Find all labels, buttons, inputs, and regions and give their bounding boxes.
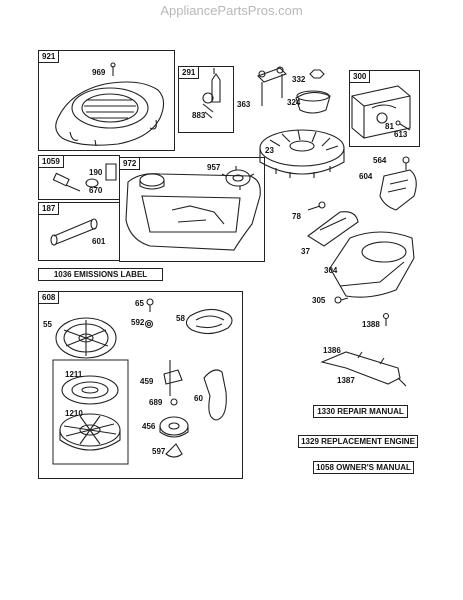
part-label-324: 324 — [287, 98, 301, 107]
screw-305-drawing — [334, 296, 349, 304]
repair-manual-pill[interactable]: 1330 REPAIR MANUAL — [313, 405, 408, 418]
part-label-613: 613 — [394, 130, 408, 139]
box-187: 187 — [38, 202, 120, 261]
rope-58-drawing — [185, 308, 233, 335]
box-972: 972 — [119, 157, 265, 262]
handle-drawing — [203, 369, 227, 421]
part-label-459: 459 — [140, 377, 154, 386]
part-label-78: 78 — [292, 212, 301, 221]
part-label-190: 190 — [89, 168, 103, 177]
part-label-592: 592 — [131, 318, 145, 327]
part-label-456: 456 — [142, 422, 156, 431]
part-label-1387: 1387 — [337, 376, 355, 385]
part-label-1211: 1211 — [65, 370, 83, 379]
part-label-883: 883 — [192, 111, 206, 120]
gear-drawing — [221, 166, 255, 190]
box-tag-300: 300 — [350, 71, 371, 83]
part-1059-drawing — [52, 163, 117, 192]
box-291: 291 — [178, 66, 234, 133]
part-label-304: 304 — [324, 266, 338, 275]
box-tag-921: 921 — [39, 51, 60, 63]
emissions-label-pill[interactable]: 1036 EMISSIONS LABEL — [38, 268, 163, 281]
part-label-1386: 1386 — [323, 346, 341, 355]
blower-housing-cover-drawing — [55, 62, 165, 147]
watermark: AppliancePartsPros.com — [160, 3, 303, 18]
part-label-601: 601 — [92, 237, 106, 246]
part-label-305: 305 — [312, 296, 326, 305]
part-label-55: 55 — [43, 320, 52, 329]
pulley-drawing — [159, 416, 189, 438]
bolt-bracket-drawing — [257, 66, 287, 106]
replacement-engine-pill[interactable]: 1329 REPLACEMENT ENGINE — [298, 435, 418, 448]
screw-78-drawing — [307, 201, 326, 211]
muffler-drawing — [351, 85, 411, 139]
recoil-starter-drawing — [52, 317, 129, 465]
muffler-guard-drawing — [379, 169, 417, 211]
cone-drawing — [165, 443, 183, 458]
part-label-597: 597 — [152, 447, 166, 456]
owners-manual-pill[interactable]: 1058 OWNER'S MANUAL — [313, 461, 414, 474]
box-tag-187: 187 — [39, 203, 60, 215]
tube-drawing — [50, 218, 98, 246]
nut-cup-drawing — [295, 69, 331, 114]
blower-housing-drawing — [125, 173, 261, 251]
part-label-670: 670 — [89, 186, 103, 195]
clip-592-drawing — [144, 319, 154, 329]
part-label-564: 564 — [373, 156, 387, 165]
screw-564-drawing — [402, 156, 410, 170]
box-tag-972: 972 — [120, 158, 141, 170]
part-label-332: 332 — [292, 75, 306, 84]
part-label-60: 60 — [194, 394, 203, 403]
part-label-23: 23 — [265, 146, 274, 155]
screw-1388-drawing — [382, 312, 390, 326]
box-tag-608: 608 — [39, 292, 60, 304]
part-label-957: 957 — [207, 163, 221, 172]
baffle-drawing — [307, 211, 359, 247]
bracket-drawing — [202, 68, 221, 119]
part-label-969: 969 — [92, 68, 106, 77]
part-label-37: 37 — [301, 247, 310, 256]
part-label-689: 689 — [149, 398, 163, 407]
box-1059: 1059 — [38, 155, 120, 200]
part-label-1388: 1388 — [362, 320, 380, 329]
part-label-58: 58 — [176, 314, 185, 323]
box-921: 921 — [38, 50, 175, 151]
part-label-81: 81 — [385, 122, 394, 131]
part-label-604: 604 — [359, 172, 373, 181]
part-label-65: 65 — [135, 299, 144, 308]
box-300: 300 — [349, 70, 420, 147]
cylinder-shield-drawing — [329, 231, 415, 298]
clip-689-drawing — [170, 398, 178, 406]
lever-drawing — [320, 351, 407, 387]
part-label-1210: 1210 — [65, 409, 83, 418]
screw-613-drawing — [395, 120, 411, 131]
screw-65-drawing — [146, 298, 154, 312]
box-608: 608 — [38, 291, 243, 479]
box-tag-1059: 1059 — [39, 156, 64, 168]
box-tag-291: 291 — [179, 67, 200, 79]
flywheel-drawing — [259, 129, 345, 178]
pawl-drawing — [163, 360, 183, 396]
part-label-363: 363 — [237, 100, 251, 109]
